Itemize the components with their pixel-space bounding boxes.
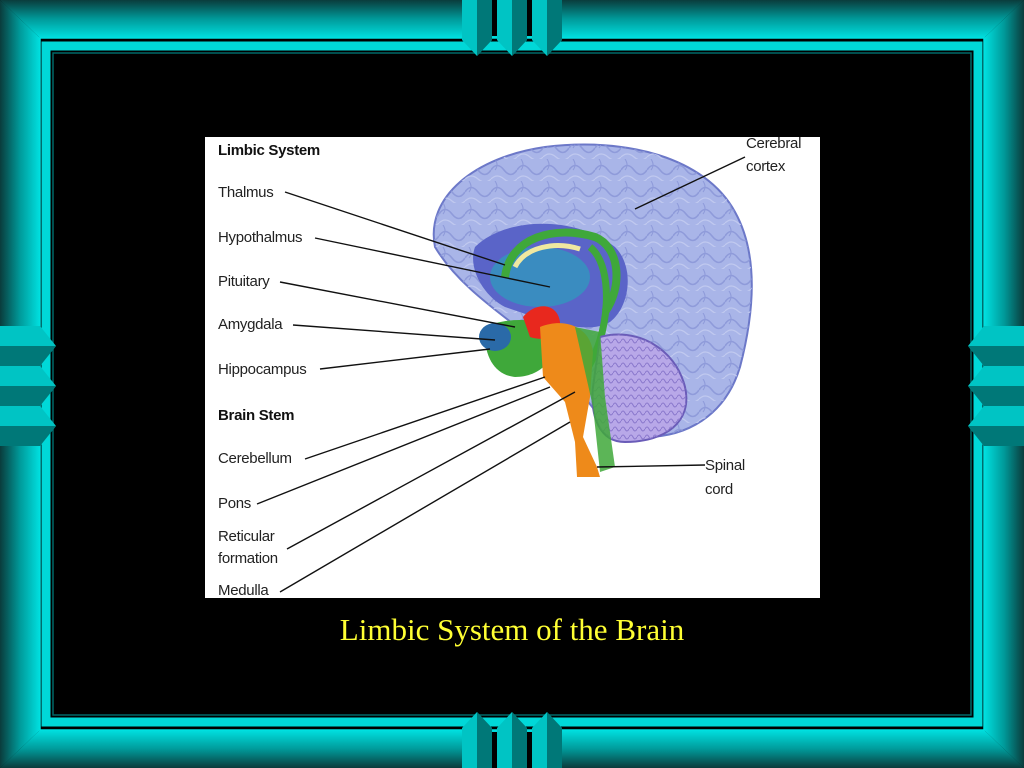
brain-diagram: Limbic System Thalmus Hypothalmus Pituit… bbox=[205, 137, 820, 598]
frame-ornament-right bbox=[968, 326, 1024, 446]
label-thalmus: Thalmus bbox=[218, 184, 274, 201]
label-pons: Pons bbox=[218, 495, 251, 512]
label-spinal-line2: cord bbox=[705, 481, 733, 498]
label-hippocampus: Hippocampus bbox=[218, 361, 307, 378]
section-label-brainstem: Brain Stem bbox=[218, 407, 295, 424]
frame-ornament-top bbox=[462, 0, 562, 56]
label-reticular-line1: Reticular bbox=[218, 528, 275, 545]
label-pituitary: Pituitary bbox=[218, 273, 270, 290]
label-hypothalmus: Hypothalmus bbox=[218, 229, 303, 246]
label-cerebral-line1: Cerebral bbox=[746, 137, 802, 152]
limbic-arc bbox=[501, 228, 621, 315]
slide-caption: Limbic System of the Brain bbox=[339, 612, 685, 647]
label-medulla: Medulla bbox=[218, 582, 269, 598]
label-cerebellum: Cerebellum bbox=[218, 450, 292, 467]
frame-ornament-bottom bbox=[462, 712, 562, 768]
leader-lines bbox=[256, 156, 746, 593]
section-label-limbic: Limbic System bbox=[218, 142, 320, 159]
label-amygdala: Amygdala bbox=[218, 316, 283, 333]
label-spinal-line1: Spinal bbox=[705, 457, 745, 474]
label-reticular-line2: formation bbox=[218, 550, 278, 567]
thalamus-region bbox=[490, 247, 590, 307]
amygdala-shape bbox=[479, 323, 511, 351]
label-cerebral-line2: cortex bbox=[746, 158, 786, 175]
brain-illustration bbox=[256, 143, 753, 593]
frame-ornament-left bbox=[0, 326, 56, 446]
